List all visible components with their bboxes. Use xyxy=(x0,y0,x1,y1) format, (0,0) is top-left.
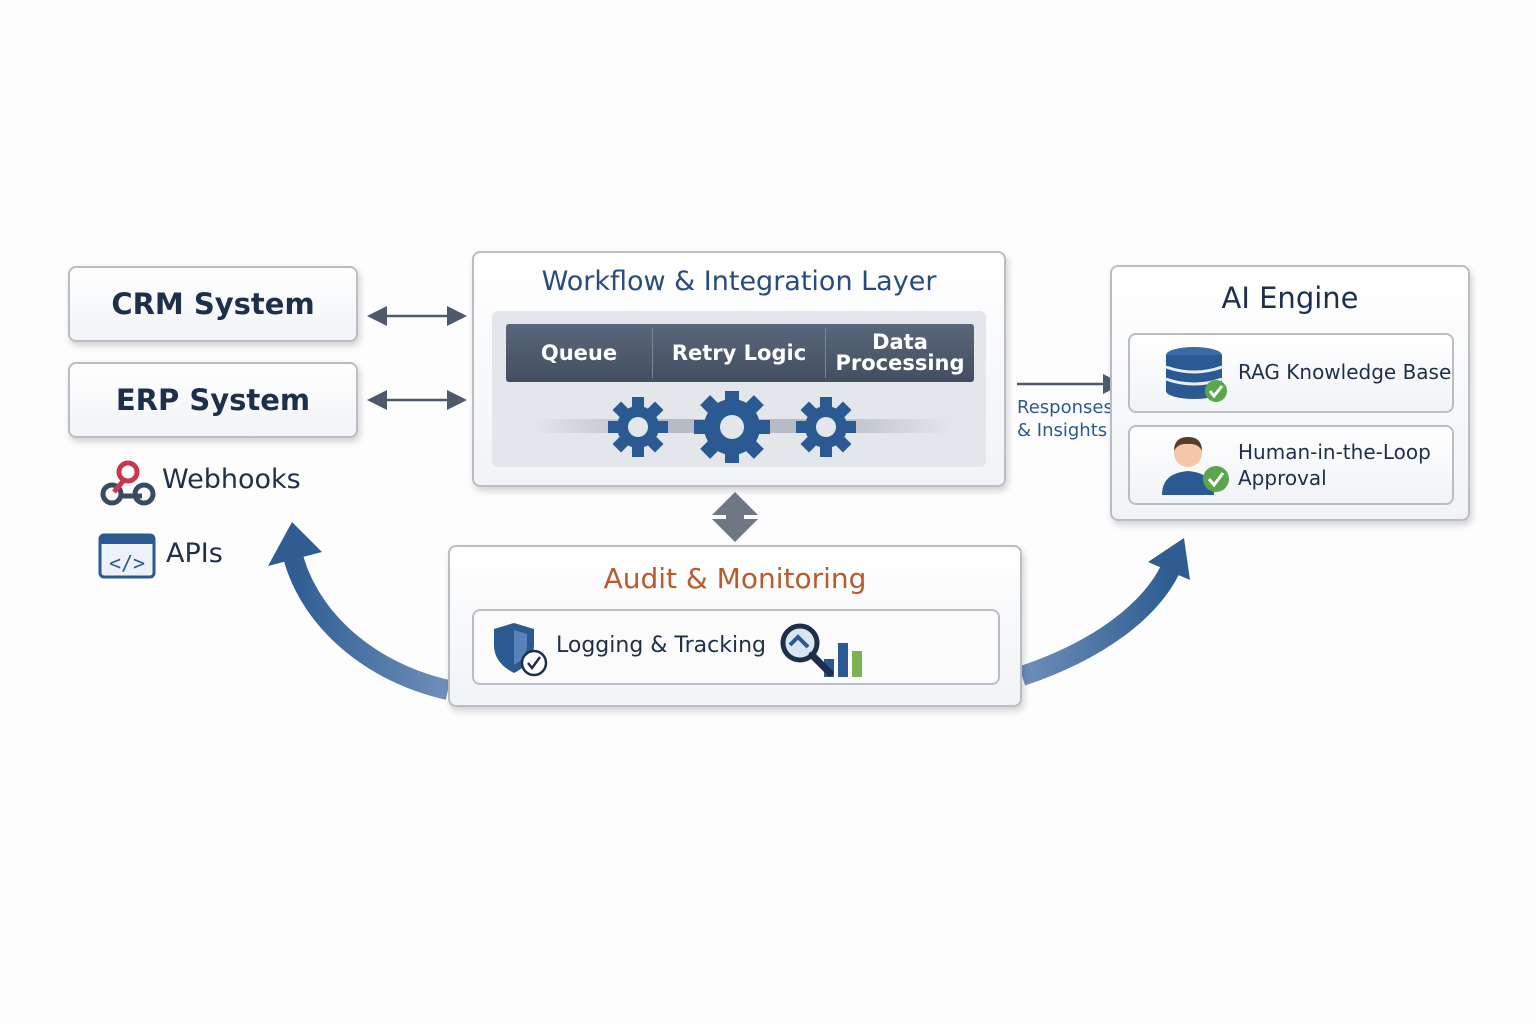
workflow-integration-card: Workflow & Integration Layer Queue Retry… xyxy=(472,251,1006,487)
gear-icon-small-left xyxy=(608,397,668,457)
logging-tracking-item: Logging & Tracking xyxy=(472,609,1000,685)
retry-logic-segment: Retry Logic xyxy=(671,340,807,365)
webhooks-label: Webhooks xyxy=(162,464,301,495)
audit-monitoring-card: Audit & Monitoring Logging & Tracking xyxy=(448,545,1022,707)
erp-system-label: ERP System xyxy=(115,383,311,417)
gear-icon-large xyxy=(694,391,770,463)
rag-knowledge-base-item: RAG Knowledge Base xyxy=(1128,333,1454,413)
shield-check-icon xyxy=(494,623,548,677)
hitl-line1: Human-in-the-Loop xyxy=(1238,440,1431,464)
workflow-segment-bar: Queue Retry Logic Data Processing xyxy=(506,324,974,382)
ai-engine-card: AI Engine RAG Knowledge Base Human-in-th… xyxy=(1110,265,1470,521)
hitl-line2: Approval xyxy=(1238,466,1327,490)
database-icon xyxy=(1165,347,1227,402)
rag-knowledge-base-label: RAG Knowledge Base xyxy=(1238,360,1452,384)
workflow-audit-double-arrow xyxy=(712,492,758,542)
crm-system-label: CRM System xyxy=(111,287,315,321)
responses-text: Responses xyxy=(1017,397,1113,418)
segment-divider xyxy=(825,328,826,378)
queue-segment: Queue xyxy=(540,340,618,365)
ai-engine-title: AI Engine xyxy=(1221,281,1359,315)
feedback-curve-right xyxy=(1018,565,1179,686)
human-in-the-loop-item: Human-in-the-Loop Approval xyxy=(1128,425,1454,505)
apis-label: APIs xyxy=(166,538,223,569)
svg-text:</>: </> xyxy=(109,551,145,575)
segment-divider xyxy=(652,328,653,378)
audit-title: Audit & Monitoring xyxy=(603,562,867,595)
person-check-icon xyxy=(1162,437,1229,495)
gear-icon-small-right xyxy=(796,397,856,457)
webhook-icon xyxy=(100,460,156,506)
crm-system-card: CRM System xyxy=(68,266,358,342)
code-window-icon: </> xyxy=(98,533,156,579)
magnifier-chart-icon xyxy=(780,623,862,677)
erp-system-card: ERP System xyxy=(68,362,358,438)
data-processing-segment: Data Processing xyxy=(835,330,965,375)
responses-insights-label: Responses & Insights xyxy=(1017,396,1113,442)
human-in-the-loop-label: Human-in-the-Loop Approval xyxy=(1238,439,1431,491)
apis-item: </> APIs xyxy=(98,532,298,582)
workflow-title: Workflow & Integration Layer xyxy=(541,266,937,297)
logging-tracking-label: Logging & Tracking xyxy=(556,633,767,658)
feedback-curve-left xyxy=(282,549,451,700)
gears-illustration xyxy=(532,391,952,463)
webhooks-item: Webhooks xyxy=(100,458,320,508)
feedback-curve-left-head xyxy=(268,522,322,566)
insights-text: & Insights xyxy=(1017,420,1108,441)
workflow-inner-panel: Queue Retry Logic Data Processing xyxy=(492,311,986,467)
feedback-curve-right-head xyxy=(1148,538,1190,580)
